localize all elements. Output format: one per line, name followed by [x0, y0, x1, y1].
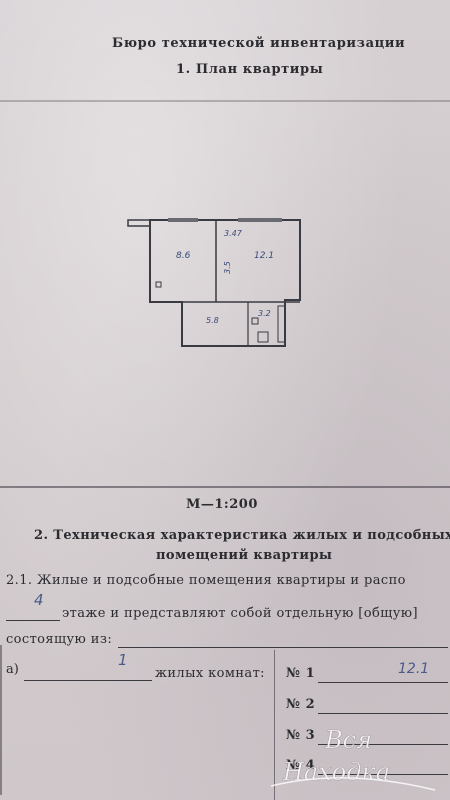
plan-sink — [251, 317, 259, 325]
blank-line — [118, 647, 448, 648]
paper-fold-line — [0, 100, 450, 102]
watermark-text: Вся — [324, 726, 372, 754]
scale-label: М—1:200 — [186, 497, 258, 512]
plan-window — [168, 218, 198, 222]
room-area-label: 8.6 — [176, 251, 191, 261]
plan-balcony — [127, 219, 151, 227]
item-prefix: а) — [6, 662, 19, 677]
room-area-label: 5.8 — [206, 316, 219, 325]
paragraph-text: 2.1. Жилые и подсобные помещения квартир… — [6, 573, 406, 588]
paragraph-text: состоящую из: — [6, 632, 113, 647]
handwritten-floor: 4 — [34, 591, 44, 609]
plan-bathtub — [277, 305, 286, 343]
watermark-logo: Вся Находка — [270, 726, 436, 791]
room-area-label: 3.2 — [258, 309, 271, 318]
table-border — [274, 650, 275, 800]
paragraph-text: этаже и представляют собой отдельную [об… — [62, 606, 418, 621]
blank-line — [318, 682, 448, 683]
section-title: 2. Техническая характеристика жилых и по… — [34, 528, 450, 543]
blank-line — [6, 620, 60, 621]
paper-fold-line — [0, 486, 450, 488]
dimension-label: 3.47 — [224, 229, 243, 238]
apartment-floor-plan: 8.6 12.1 5.8 3.2 3.47 3.5 — [127, 218, 301, 347]
room-number: № 2 — [286, 697, 316, 712]
room-number: № 3 — [286, 728, 316, 743]
room-number: № 1 — [286, 666, 316, 681]
room-area-label: 12.1 — [254, 251, 274, 261]
section-title-continued: помещений квартиры — [156, 548, 333, 563]
blank-line — [318, 744, 448, 745]
table-border — [0, 645, 2, 795]
plan-fixture — [155, 281, 162, 288]
room-number: № 4 — [286, 758, 316, 773]
handwritten-room-area: 12.1 — [398, 661, 430, 677]
plan-title: 1. План квартиры — [176, 62, 324, 77]
blank-line — [318, 713, 448, 714]
item-label: жилых комнат: — [155, 666, 265, 681]
watermark-text: Находка — [282, 758, 390, 786]
watermark-swash — [270, 777, 436, 791]
bureau-title: Бюро технической инвентаризации — [112, 36, 406, 51]
handwritten-room-count: 1 — [118, 651, 128, 669]
dimension-label: 3.5 — [223, 261, 232, 274]
blank-line — [318, 774, 448, 775]
plan-window — [238, 218, 282, 222]
plan-toilet — [257, 331, 269, 343]
blank-line — [24, 680, 152, 681]
plan-outer-wall — [149, 219, 301, 347]
